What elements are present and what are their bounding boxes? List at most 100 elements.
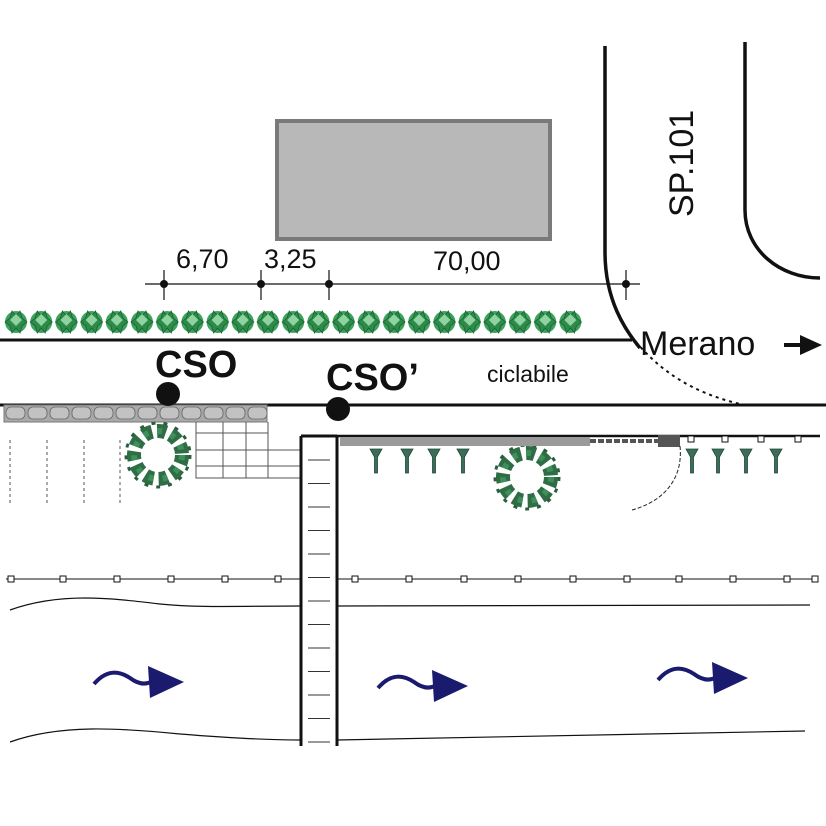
cso-prime-point-marker	[326, 397, 350, 421]
fence-post	[405, 575, 413, 583]
fence-post	[59, 575, 67, 583]
fence-post	[113, 575, 121, 583]
hedge-row	[4, 310, 582, 334]
wall-stone	[225, 406, 246, 420]
bollard-icon	[769, 448, 783, 474]
shrub-icon	[508, 310, 532, 334]
shrub-icon	[155, 310, 179, 334]
bollard-icon	[711, 448, 725, 474]
river-bank	[336, 604, 811, 607]
shrub-icon	[306, 310, 330, 334]
riverbank-fence	[6, 575, 819, 583]
shrub-icon	[29, 310, 53, 334]
shrub-icon	[407, 310, 431, 334]
cso-label: CSO	[155, 344, 237, 386]
shrub-icon	[4, 310, 28, 334]
dimension-label: 3,25	[264, 244, 317, 274]
arrow-right-icon	[784, 335, 822, 355]
shrub-icon	[54, 310, 78, 334]
flow-curved-arrow-icon	[656, 660, 750, 696]
shrub-icon	[231, 310, 255, 334]
dimension-label: 6,70	[176, 244, 229, 274]
bollard-icon	[739, 448, 753, 474]
fence-post	[274, 575, 282, 583]
tree-crown-icon	[126, 423, 190, 487]
shrub-icon	[80, 310, 104, 334]
wall-stone	[49, 406, 70, 420]
dimension-label: 70,00	[433, 246, 501, 276]
river-bank	[336, 730, 806, 741]
fence-post	[460, 575, 468, 583]
fence-post	[7, 575, 15, 583]
dotted-lines	[9, 440, 121, 505]
fence-post	[757, 435, 765, 443]
fence-post	[794, 435, 802, 443]
shrub-icon	[256, 310, 280, 334]
bollard-icon	[400, 448, 414, 474]
road-edge-dashed	[635, 341, 741, 405]
shrub-icon	[180, 310, 204, 334]
tree-crown-icon	[495, 445, 559, 509]
fence-post	[623, 575, 631, 583]
wall-segment	[340, 437, 590, 446]
wall-stone	[247, 406, 268, 420]
wall-stone	[27, 406, 48, 420]
fence-post	[729, 575, 737, 583]
shrub-icon	[130, 310, 154, 334]
stone-wall	[3, 404, 268, 423]
road-edge-left	[603, 46, 642, 350]
fence-post	[811, 575, 819, 583]
bike-path-label: ciclabile	[487, 361, 569, 387]
wall-stone	[93, 406, 114, 420]
shrub-icon	[558, 310, 582, 334]
wall-stone	[5, 406, 26, 420]
shrub-icon	[432, 310, 456, 334]
road-edge-right	[743, 42, 821, 280]
shrub-icon	[458, 310, 482, 334]
fence-post	[221, 575, 229, 583]
dimension-line	[145, 270, 640, 300]
river-bank	[9, 597, 302, 611]
bollard-icon	[427, 448, 441, 474]
footbridge	[299, 434, 339, 746]
shrub-icon	[483, 310, 507, 334]
bollard-icon	[369, 448, 383, 474]
fence-post	[687, 435, 695, 443]
wall-stone	[203, 406, 224, 420]
shrub-icon	[332, 310, 356, 334]
cso-prime-label: CSO’	[326, 357, 419, 399]
shrub-icon	[281, 310, 305, 334]
shrub-icon	[105, 310, 129, 334]
fence-post	[675, 575, 683, 583]
direction-label: Merano	[640, 325, 755, 363]
bollard-row	[369, 448, 783, 474]
bollard-icon	[685, 448, 699, 474]
fence-post	[721, 435, 729, 443]
fence-post	[783, 575, 791, 583]
flow-curved-arrow-icon	[92, 664, 186, 700]
wall-stone	[181, 406, 202, 420]
bollard-icon	[456, 448, 470, 474]
fence-post	[167, 575, 175, 583]
stairs	[195, 422, 300, 479]
flow-curved-arrow-icon	[376, 668, 470, 704]
wall-stone	[159, 406, 180, 420]
wall-stone	[115, 406, 136, 420]
wall-stone	[137, 406, 158, 420]
gate-swing	[631, 445, 681, 511]
fence-post	[569, 575, 577, 583]
shrub-icon	[533, 310, 557, 334]
shrub-icon	[382, 310, 406, 334]
cso-point-marker	[156, 382, 180, 406]
building	[275, 119, 552, 241]
road-label: SP.101	[663, 110, 701, 217]
river-bank	[9, 728, 302, 743]
shrub-icon	[357, 310, 381, 334]
fence-post	[351, 575, 359, 583]
wall-stone	[71, 406, 92, 420]
fence-post	[514, 575, 522, 583]
gate-post	[658, 435, 680, 447]
shrub-icon	[206, 310, 230, 334]
